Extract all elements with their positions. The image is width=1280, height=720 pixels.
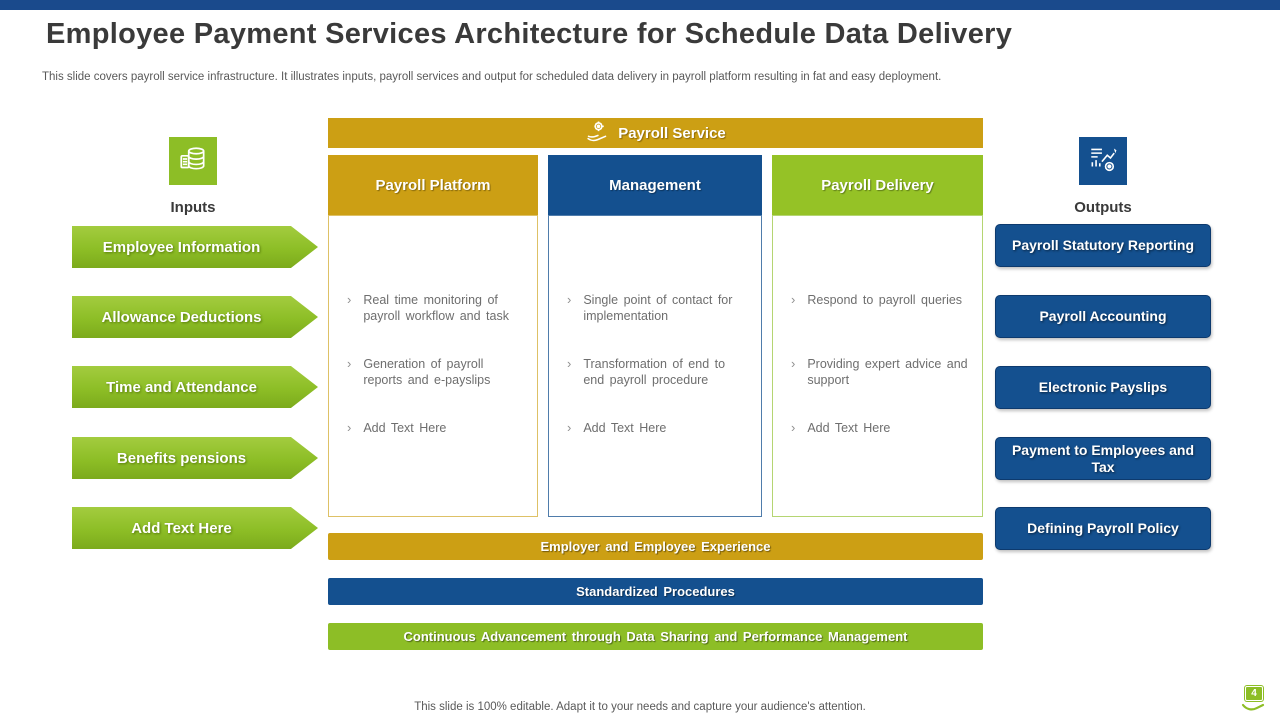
output-box-electronic-payslips[interactable]: Electronic Payslips — [995, 366, 1211, 409]
footer-note: This slide is 100% editable. Adapt it to… — [414, 701, 866, 713]
column-header-management[interactable]: Management — [548, 155, 762, 215]
column-title: Payroll Platform — [375, 176, 491, 194]
bar-label: Standardized Procedures — [576, 584, 735, 599]
bullet-item: Add Text Here — [561, 420, 751, 436]
output-label: Payment to Employees and Tax — [1011, 441, 1195, 475]
gear-hand-icon — [585, 119, 610, 148]
bullet-item: Add Text Here — [341, 420, 527, 436]
bullet-item: Real time monitoring of payroll workflow… — [341, 292, 527, 324]
output-label: Electronic Payslips — [1038, 379, 1168, 395]
output-label: Defining Payroll Policy — [1027, 520, 1179, 536]
column-body-payroll-delivery[interactable]: Respond to payroll queries Providing exp… — [772, 215, 983, 517]
input-arrow-benefits-pensions[interactable]: Benefits pensions — [72, 437, 318, 479]
payroll-service-label: Payroll Service — [618, 124, 726, 142]
bullet-item: Generation of payroll reports and e-pays… — [341, 356, 527, 388]
outputs-icon-tile — [1079, 137, 1127, 185]
input-arrow-label: Add Text Here — [131, 519, 232, 537]
money-stack-icon — [177, 143, 209, 180]
column-header-payroll-delivery[interactable]: Payroll Delivery — [772, 155, 983, 215]
bullet-item: Providing expert advice and support — [785, 356, 972, 388]
column-body-management[interactable]: Single point of contact for implementati… — [548, 215, 762, 517]
column-body-payroll-platform[interactable]: Real time monitoring of payroll workflow… — [328, 215, 538, 517]
input-arrow-label: Benefits pensions — [116, 449, 247, 467]
inputs-heading: Inputs — [170, 199, 216, 216]
page-number-badge: 4 — [1241, 686, 1267, 716]
column-header-payroll-platform[interactable]: Payroll Platform — [328, 155, 538, 215]
output-box-payment-to-employees-and-tax[interactable]: Payment to Employees and Tax — [995, 437, 1211, 480]
input-arrow-label: Employee Information — [102, 238, 261, 256]
slide-title: Employee Payment Services Architecture f… — [46, 18, 1013, 50]
outputs-heading: Outputs — [1074, 199, 1132, 216]
bar-continuous-advancement[interactable]: Continuous Advancement through Data Shar… — [328, 623, 983, 650]
bar-label: Employer and Employee Experience — [540, 539, 771, 554]
bullet-item: Add Text Here — [785, 420, 972, 436]
output-box-payroll-statutory-reporting[interactable]: Payroll Statutory Reporting — [995, 224, 1211, 267]
bullet-item: Single point of contact for implementati… — [561, 292, 751, 324]
input-arrow-employee-information[interactable]: Employee Information — [72, 226, 318, 268]
slide-subtitle: This slide covers payroll service infras… — [42, 71, 942, 83]
input-arrow-label: Time and Attendance — [106, 378, 257, 396]
payroll-service-header-bar[interactable]: Payroll Service — [328, 118, 983, 148]
input-arrow-allowance-deductions[interactable]: Allowance Deductions — [72, 296, 318, 338]
output-box-payroll-accounting[interactable]: Payroll Accounting — [995, 295, 1211, 338]
column-title: Management — [609, 176, 701, 194]
column-title: Payroll Delivery — [821, 176, 934, 194]
inputs-icon-tile — [169, 137, 217, 185]
bar-employer-employee-experience[interactable]: Employer and Employee Experience — [328, 533, 983, 560]
input-arrow-time-and-attendance[interactable]: Time and Attendance — [72, 366, 318, 408]
bullet-item: Transformation of end to end payroll pro… — [561, 356, 751, 388]
input-arrow-add-text[interactable]: Add Text Here — [72, 507, 318, 549]
bar-label: Continuous Advancement through Data Shar… — [403, 629, 908, 644]
page-number: 4 — [1245, 686, 1263, 701]
bullet-item: Respond to payroll queries — [785, 292, 972, 308]
report-chart-icon — [1087, 143, 1119, 180]
top-accent-bar — [0, 0, 1280, 10]
output-box-defining-payroll-policy[interactable]: Defining Payroll Policy — [995, 507, 1211, 550]
input-arrow-label: Allowance Deductions — [101, 308, 262, 326]
hand-icon — [1241, 703, 1265, 711]
output-label: Payroll Statutory Reporting — [1011, 237, 1195, 253]
output-label: Payroll Accounting — [1039, 308, 1167, 324]
bar-standardized-procedures[interactable]: Standardized Procedures — [328, 578, 983, 605]
